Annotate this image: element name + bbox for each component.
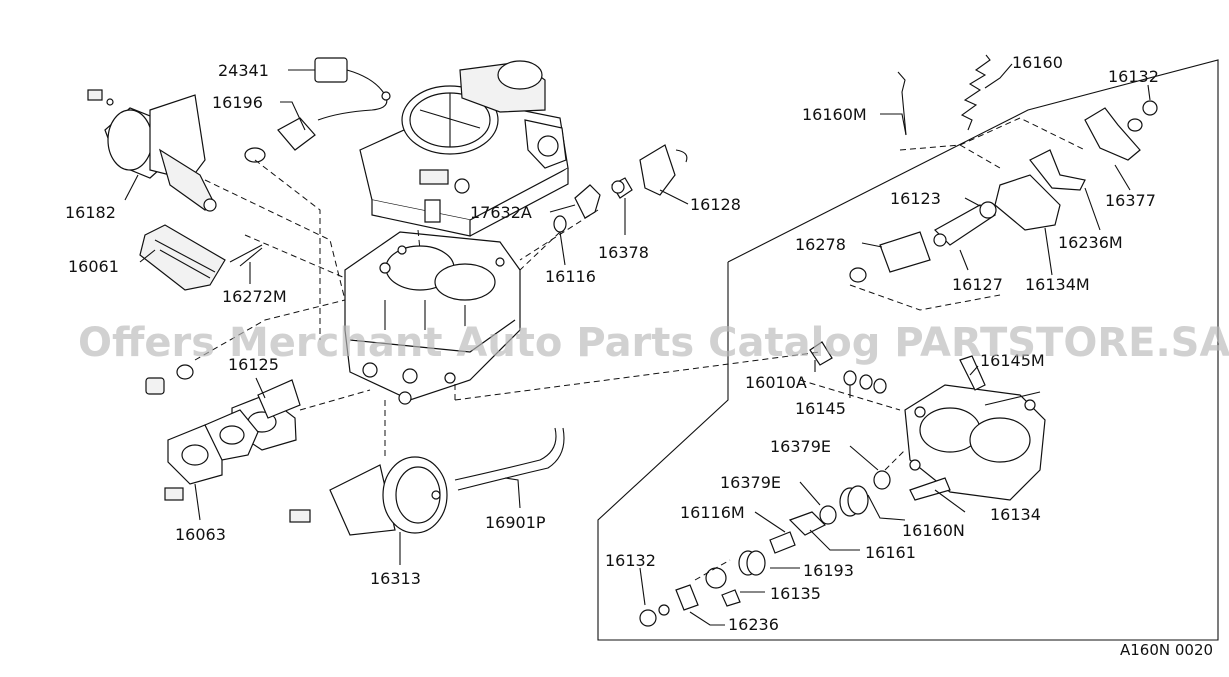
label-24341: 24341 [218, 61, 269, 80]
label-16061: 16061 [68, 257, 119, 276]
part-16196-sensor [244, 117, 316, 163]
part-16160-spring [897, 54, 991, 136]
part-16134M-plate [994, 174, 1061, 231]
label-16182: 16182 [65, 203, 116, 222]
part-16278-assembly [849, 231, 947, 283]
label-16378: 16378 [598, 243, 649, 262]
label-16901P: 16901P [485, 513, 546, 532]
label-16236: 16236 [728, 615, 779, 634]
label-16160M: 16160M [802, 105, 867, 124]
part-16236-cover [675, 584, 699, 611]
part-16116M-piston [769, 511, 827, 554]
label-16116M: 16116M [680, 503, 745, 522]
part-16272M-pin [239, 247, 263, 267]
part-labels: 24341 16196 16182 16061 16272M 17632A 16… [65, 53, 1159, 634]
part-16010A-jet [809, 341, 833, 366]
label-16160N: 16160N [902, 521, 965, 540]
label-16379E-upper: 16379E [770, 437, 831, 456]
label-17632A: 17632A [470, 203, 532, 222]
label-16145M: 16145M [980, 351, 1045, 370]
figure-code: A160N 0020 [1120, 641, 1213, 659]
part-16132-nut [639, 604, 670, 627]
part-16135-lever [705, 567, 741, 607]
label-16313: 16313 [370, 569, 421, 588]
carburetor-main-body [344, 231, 521, 405]
watermark-text: Offers Merchant Auto Parts Catalog PARTS… [78, 320, 1229, 366]
label-16132-top: 16132 [1108, 67, 1159, 86]
part-16377-lever [1084, 100, 1158, 161]
part-16236M-lever [1029, 149, 1086, 191]
label-16196: 16196 [212, 93, 263, 112]
label-16063: 16063 [175, 525, 226, 544]
label-16128: 16128 [690, 195, 741, 214]
label-16272M: 16272M [222, 287, 287, 306]
label-16127: 16127 [952, 275, 1003, 294]
label-16278: 16278 [795, 235, 846, 254]
leader-lines [124, 63, 1151, 626]
label-16135: 16135 [770, 584, 821, 603]
part-16313-diaphragm [289, 456, 448, 536]
label-16377: 16377 [1105, 191, 1156, 210]
label-16116: 16116 [545, 267, 596, 286]
part-16901P-hose [454, 427, 565, 491]
carburetor-lower-body [904, 384, 1046, 501]
part-16193-spring [738, 550, 766, 576]
part-24341-connector [314, 57, 391, 121]
label-16379E-lower: 16379E [720, 473, 781, 492]
part-16061-plate [139, 224, 263, 291]
part-16145-washers [843, 370, 887, 394]
label-16132-bottom: 16132 [605, 551, 656, 570]
label-16145: 16145 [795, 399, 846, 418]
label-16236M: 16236M [1058, 233, 1123, 252]
label-16134M: 16134M [1025, 275, 1090, 294]
label-16010A: 16010A [745, 373, 807, 392]
label-16134: 16134 [990, 505, 1041, 524]
part-16379E-ring [819, 470, 891, 525]
part-16182-solenoid [87, 89, 217, 212]
part-16125-gasket [231, 379, 301, 451]
label-16161: 16161 [865, 543, 916, 562]
label-16160: 16160 [1012, 53, 1063, 72]
part-16160N-spring [839, 485, 869, 517]
part-16063-gasket [164, 409, 259, 501]
part-plug [145, 364, 194, 395]
label-16125: 16125 [228, 355, 279, 374]
part-17632A-linkage [553, 144, 688, 233]
subassembly-frame [597, 59, 1219, 641]
carburetor-air-horn [359, 60, 569, 237]
label-16123: 16123 [890, 189, 941, 208]
label-16193: 16193 [803, 561, 854, 580]
